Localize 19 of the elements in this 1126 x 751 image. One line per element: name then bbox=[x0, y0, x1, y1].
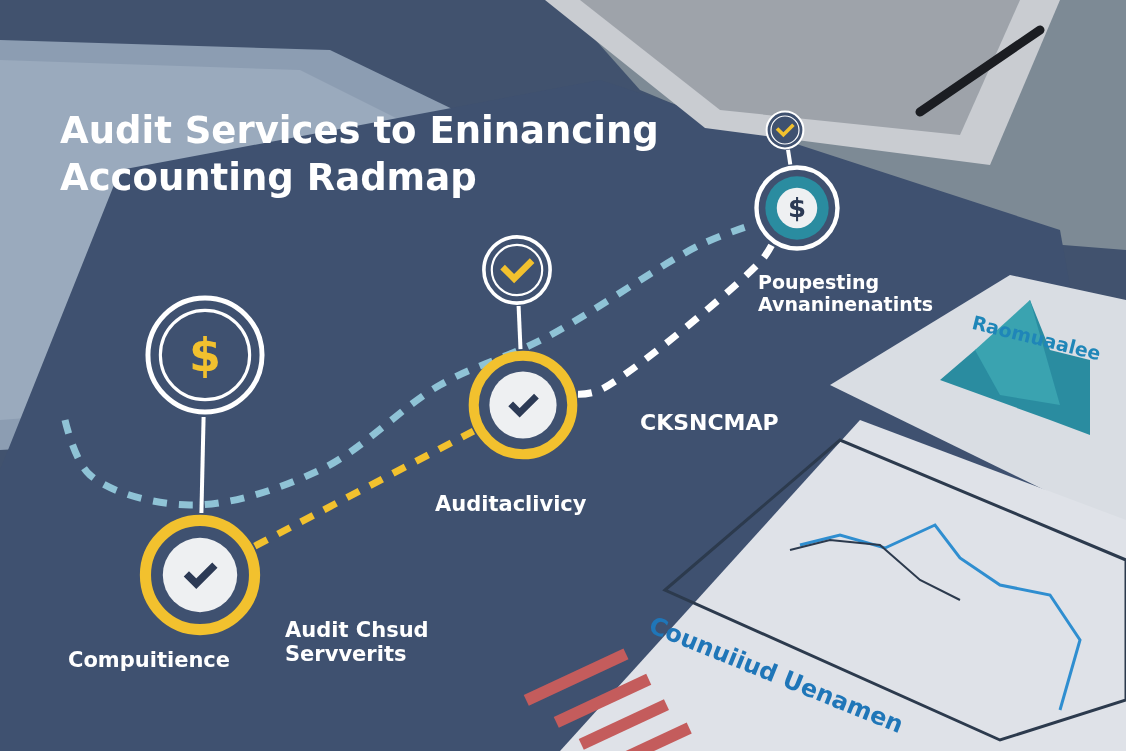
dollar-sign: $ bbox=[787, 195, 807, 221]
dashed-route-line bbox=[577, 242, 776, 398]
title: Audit Services to Eninancing Accounting Radmap bbox=[60, 108, 660, 201]
milestone-label: Auditaclivicy bbox=[435, 492, 587, 517]
milestone-marker bbox=[467, 349, 579, 461]
dashed-route-line bbox=[253, 428, 476, 550]
dollar-sign: $ bbox=[189, 332, 221, 378]
milestone-label: CKSNCMAP bbox=[640, 410, 779, 436]
milestone-marker bbox=[481, 234, 553, 306]
pin-stem-line bbox=[199, 416, 206, 514]
pin-stem-line bbox=[516, 305, 523, 350]
milestone-marker bbox=[143, 293, 267, 417]
milestone-label: Poupesting Avnaninenatints bbox=[758, 272, 935, 316]
pin-stem-line bbox=[786, 149, 793, 165]
milestone-label: Audit Chsud Servverits bbox=[285, 618, 430, 667]
milestone-marker bbox=[765, 110, 805, 150]
milestone-marker bbox=[753, 164, 841, 252]
milestone-label: Compuitience bbox=[68, 648, 231, 673]
milestone-marker bbox=[138, 513, 262, 637]
